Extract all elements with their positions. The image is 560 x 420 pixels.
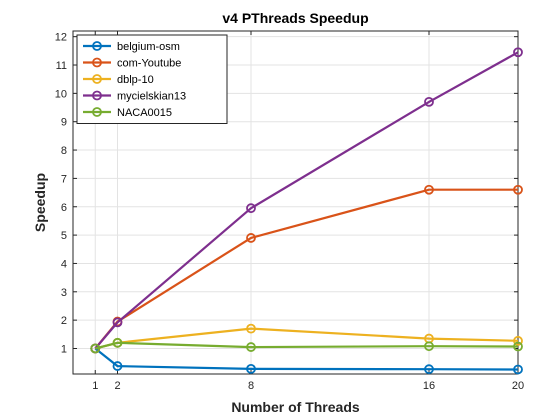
chart-title: v4 PThreads Speedup <box>222 10 368 26</box>
legend-label: mycielskian13 <box>117 91 186 103</box>
data-point <box>513 184 523 195</box>
data-point <box>246 342 256 352</box>
series-line <box>94 347 519 371</box>
x-tick-label: 8 <box>248 380 254 392</box>
y-tick-label: 3 <box>61 287 67 299</box>
data-point <box>424 341 434 352</box>
legend-label: com-Youtube <box>117 58 181 70</box>
data-point <box>424 364 434 375</box>
grid <box>73 31 519 374</box>
series-layer <box>90 47 523 375</box>
data-point <box>112 361 123 371</box>
data-point <box>513 335 523 346</box>
legend-swatch-marker <box>92 41 102 51</box>
data-point <box>112 317 123 328</box>
data-point <box>424 184 434 195</box>
series-NACA0015 <box>90 337 523 354</box>
x-axis-title: Number of Threads <box>231 399 360 415</box>
legend-swatch-marker <box>92 90 102 101</box>
y-tick-label: 8 <box>61 145 67 157</box>
data-point <box>90 343 101 354</box>
y-tick-label: 1 <box>61 343 67 355</box>
y-tick-label: 11 <box>56 60 67 72</box>
x-tick-label: 20 <box>512 380 524 392</box>
legend: belgium-osm com-Youtube dblp-10 mycielskian… <box>76 34 228 124</box>
x-tick-label: 2 <box>114 380 120 392</box>
y-tick-label: 7 <box>61 173 67 185</box>
y-tick-label: 9 <box>61 117 67 129</box>
y-tick-label: 10 <box>55 88 67 100</box>
legend-swatch-marker <box>92 107 102 117</box>
data-point <box>246 363 256 374</box>
legend-item-belgium-osm: belgium-osm <box>83 41 180 53</box>
data-point <box>246 203 256 214</box>
y-tick-label: 12 <box>55 32 67 44</box>
legend-item-dblp-10: dblp-10 <box>83 74 154 86</box>
y-tick-label: 5 <box>61 230 67 242</box>
plot-area <box>72 30 519 375</box>
legend-swatch-marker <box>92 74 102 84</box>
y-tick-label: 4 <box>61 258 67 270</box>
data-point <box>513 364 523 375</box>
legend-item-com-Youtube: com-Youtube <box>83 58 181 70</box>
data-point <box>513 341 523 352</box>
data-point <box>112 337 123 348</box>
data-point <box>513 47 523 58</box>
series-line <box>95 341 519 350</box>
y-axis-title: Speedup <box>32 173 48 232</box>
legend-item-mycielskian13: mycielskian13 <box>83 91 186 103</box>
y-tick-label: 2 <box>61 315 67 327</box>
series-line <box>94 51 519 350</box>
legend-swatch-marker <box>92 57 102 68</box>
legend-label: belgium-osm <box>117 41 180 53</box>
data-point <box>246 323 256 334</box>
x-tick-label: 16 <box>423 380 435 392</box>
data-point <box>246 233 256 243</box>
legend-label: NACA0015 <box>117 107 172 119</box>
legend-label: dblp-10 <box>117 74 154 86</box>
legend-item-NACA0015: NACA0015 <box>83 107 172 119</box>
data-point <box>424 96 434 107</box>
y-tick-label: 6 <box>61 202 67 214</box>
series-mycielskian13 <box>90 47 523 354</box>
x-tick-label: 1 <box>92 380 98 392</box>
